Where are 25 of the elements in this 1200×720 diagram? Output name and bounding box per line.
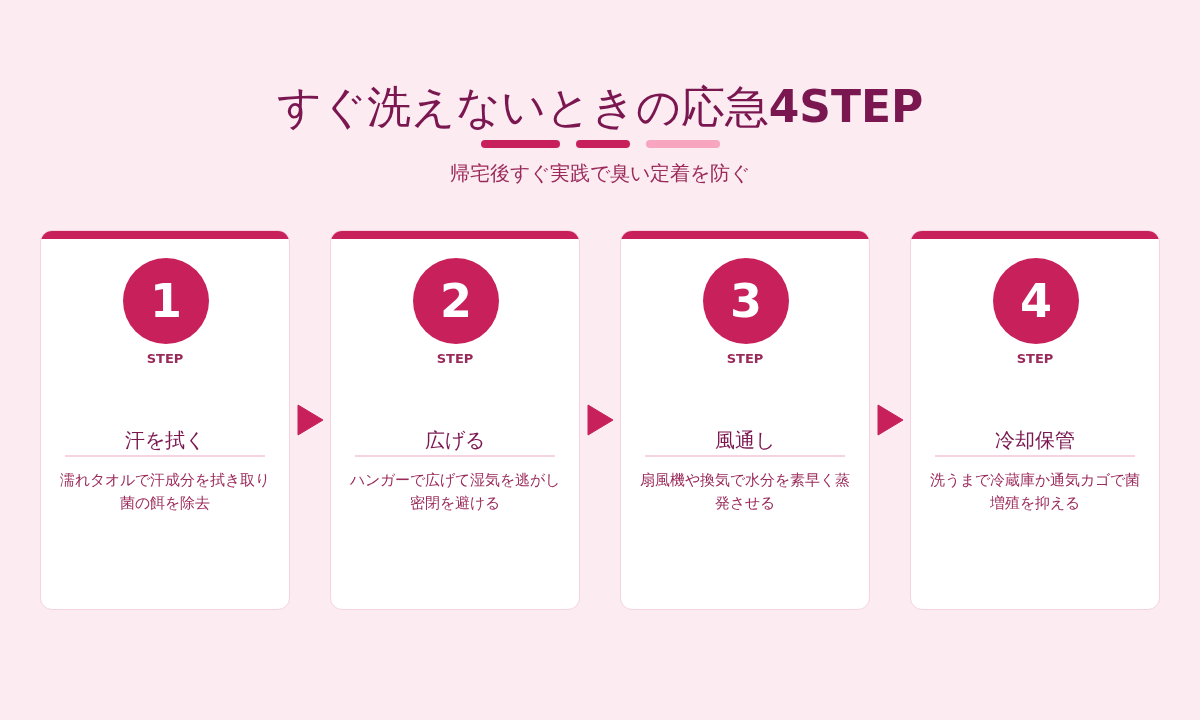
subtitle: 帰宅後すぐ実践で臭い定着を防ぐ	[449, 160, 751, 187]
step-card	[910, 230, 1160, 610]
step-card	[330, 230, 580, 610]
arrow	[297, 404, 324, 436]
step-description: ハンガーで広げて湿気を逃がし密閉を避ける	[349, 470, 561, 514]
step-label: STEP	[1015, 351, 1055, 366]
title: すぐ洗えないときの応急4STEP	[275, 80, 925, 134]
step-number: 1	[123, 258, 209, 344]
step-description: 扇風機や換気で水分を素早く蒸発させる	[639, 470, 851, 514]
step-description: 洗うまで冷蔵庫か通気カゴで菌増殖を抑える	[929, 470, 1141, 514]
step-label: STEP	[725, 351, 765, 366]
step-heading: 汗を拭く	[124, 427, 206, 454]
step-label: STEP	[435, 351, 475, 366]
step-card	[40, 230, 290, 610]
step-description: 濡れタオルで汗成分を拭き取り菌の餌を除去	[59, 470, 271, 514]
step-label: STEP	[145, 351, 185, 366]
arrow	[587, 404, 614, 436]
step-heading: 冷却保管	[994, 427, 1076, 454]
step-number: 3	[703, 258, 789, 344]
step-number: 2	[413, 258, 499, 344]
step-number: 4	[993, 258, 1079, 344]
step-heading: 風通し	[714, 427, 776, 454]
step-heading: 広げる	[424, 427, 486, 454]
arrow	[877, 404, 904, 436]
step-card	[620, 230, 870, 610]
